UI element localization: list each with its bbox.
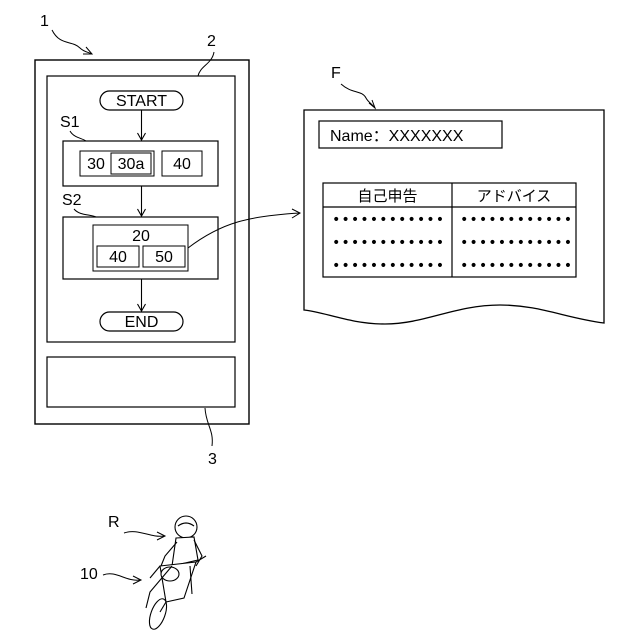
front-wheel-icon <box>146 597 170 632</box>
dot-row-right-2: •••••••••••• <box>460 235 573 251</box>
s2-item-1: 40 <box>109 249 127 266</box>
dot-row-left-3: •••••••••••• <box>332 258 445 274</box>
step1-ref-label: S1 <box>60 114 80 131</box>
column-self-report: 自己申告 <box>357 187 417 205</box>
s2-top-label: 20 <box>132 228 150 245</box>
flowchart: START S1 30 30a 40 S2 20 40 50 END <box>60 91 218 331</box>
form-ref-label: F <box>331 65 341 82</box>
dot-row-left-1: •••••••••••• <box>332 212 445 228</box>
column-advice: アドバイス <box>477 187 552 205</box>
helmet-icon <box>175 516 197 538</box>
start-label: START <box>116 93 167 110</box>
step2-ref-label: S2 <box>62 192 82 209</box>
input-area: 3 <box>47 357 235 468</box>
s1-item-1: 30 <box>87 156 105 173</box>
name-field: Name：XXXXXXX <box>330 128 464 145</box>
dot-row-right-1: •••••••••••• <box>460 212 573 228</box>
dot-row-right-3: •••••••••••• <box>460 258 573 274</box>
device-ref-label: 1 <box>40 13 49 30</box>
step1-leader-line <box>70 131 86 141</box>
input-area-frame <box>47 357 235 407</box>
s2-item-2: 50 <box>155 249 173 266</box>
s1-item-3: 40 <box>173 156 191 173</box>
rider-ref-label: R <box>108 514 120 531</box>
input-leader-line <box>205 408 212 446</box>
screen-leader-line <box>198 52 214 76</box>
s1-item-2: 30a <box>118 156 145 173</box>
screen-ref-label: 2 <box>207 33 216 50</box>
input-ref-label: 3 <box>208 451 217 468</box>
bike-ref-label: 10 <box>80 566 98 583</box>
dot-row-left-2: •••••••••••• <box>332 235 445 251</box>
form-leader-arrowhead <box>369 100 375 108</box>
handlebar-left <box>150 566 160 578</box>
end-label: END <box>125 314 159 331</box>
output-form: F Name：XXXXXXX 自己申告 アドバイス •••••••••••• •… <box>304 65 604 324</box>
step2-leader-line <box>74 209 96 217</box>
rider-illustration <box>146 516 206 631</box>
rider-and-motorcycle: R 10 <box>80 514 206 631</box>
device-leader-line <box>52 30 92 54</box>
